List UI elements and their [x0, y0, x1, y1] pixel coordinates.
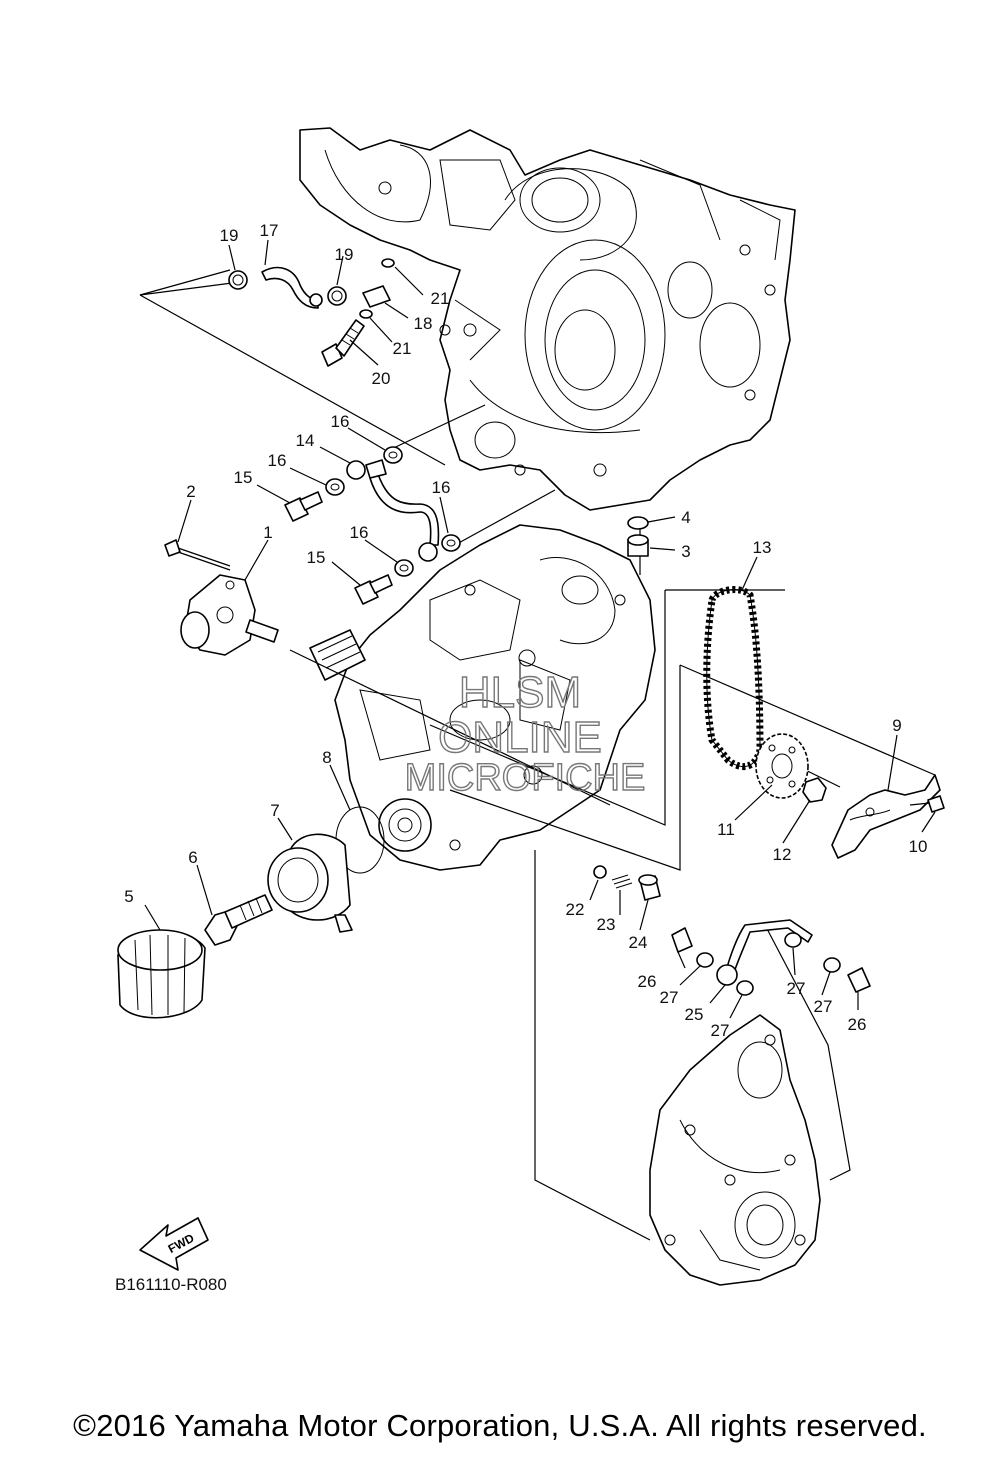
callout-3: 3: [681, 542, 690, 561]
leader-lines: [144, 239, 936, 1019]
callout-7: 7: [270, 801, 279, 820]
part-11-sprocket: [755, 733, 809, 799]
part-2-bolt: [164, 539, 231, 571]
part-7-filter-cover: [267, 833, 353, 933]
callout-21a: 21: [431, 289, 450, 308]
callout-14: 14: [296, 431, 315, 450]
assembly-lines: [139, 269, 936, 1241]
callout-4: 4: [681, 508, 690, 527]
part-13-chain: [703, 586, 764, 770]
part-3-plug: [627, 534, 649, 557]
callout-13: 13: [753, 538, 772, 557]
callout-19a: 19: [220, 226, 239, 245]
part-18-sleeve: [362, 285, 391, 308]
part-25-oil-pipe: [716, 919, 813, 986]
callout-26a: 26: [638, 972, 657, 991]
watermark-line-3: MICROFICHE: [405, 757, 646, 799]
callout-19b: 19: [335, 245, 354, 264]
part-17-hose: [261, 266, 319, 309]
part-20-bolt: [321, 319, 365, 367]
callout-23: 23: [597, 915, 616, 934]
part-27-washer: [696, 932, 841, 996]
part-23-spring: [611, 874, 633, 889]
part-14-oil-pipe: [346, 459, 440, 562]
callout-27b: 27: [711, 1021, 730, 1040]
callout-8: 8: [322, 748, 331, 767]
part-10-bolt: [909, 795, 945, 813]
part-1-oil-pump: [180, 574, 279, 656]
callout-26b: 26: [848, 1015, 867, 1034]
part-16-washer: [325, 446, 461, 577]
callout-27a: 27: [660, 988, 679, 1007]
part-24-plug: [638, 874, 661, 901]
copyright-notice: ©2016 Yamaha Motor Corporation, U.S.A. A…: [73, 1408, 927, 1443]
watermark-line-2: ONLINE: [438, 713, 602, 762]
callout-16c: 16: [432, 478, 451, 497]
callout-25: 25: [685, 1005, 704, 1024]
callouts: 1 2 3 4 5 6 7 8 9 10 11 12 13 14 15 15 1…: [124, 221, 927, 1040]
callout-16b: 16: [268, 451, 287, 470]
callout-9: 9: [892, 716, 901, 735]
watermark: HLSM ONLINE MICROFICHE: [404, 667, 646, 799]
callout-15b: 15: [307, 548, 326, 567]
callout-21b: 21: [393, 339, 412, 358]
part-6-filter-bolt: [204, 894, 273, 946]
callout-15a: 15: [234, 468, 253, 487]
part-22-ball: [593, 865, 607, 879]
callout-12: 12: [773, 845, 792, 864]
part-9-chain-guide: [831, 774, 941, 859]
callout-22: 22: [566, 900, 585, 919]
callout-18: 18: [414, 314, 433, 333]
callout-24: 24: [629, 933, 648, 952]
callout-27d: 27: [814, 997, 833, 1016]
fwd-arrow-icon: FWD: [139, 1217, 209, 1271]
callout-10: 10: [909, 837, 928, 856]
crankcase-cover: [649, 1014, 821, 1286]
callout-20: 20: [372, 369, 391, 388]
callout-1: 1: [263, 523, 272, 542]
watermark-line-1: HLSM: [459, 668, 581, 717]
part-15-bolt: [284, 491, 393, 605]
part-4-gasket: [627, 516, 649, 530]
callout-11: 11: [717, 820, 735, 839]
callout-2: 2: [186, 482, 195, 501]
upper-crankcase: [299, 127, 796, 511]
callout-17: 17: [260, 221, 279, 240]
callout-16d: 16: [350, 523, 369, 542]
diagram-code: B161110-R080: [115, 1275, 227, 1294]
callout-27c: 27: [787, 979, 806, 998]
part-21-ring: [359, 258, 395, 319]
crankcase-body: [309, 524, 656, 871]
part-5-oil-filter: [117, 929, 206, 1019]
callout-16a: 16: [331, 412, 350, 431]
callout-5: 5: [124, 887, 133, 906]
callout-6: 6: [188, 848, 197, 867]
part-12-nut: [802, 777, 827, 803]
part-26-bolt: [671, 927, 871, 993]
part-19-clamp: [228, 270, 347, 307]
